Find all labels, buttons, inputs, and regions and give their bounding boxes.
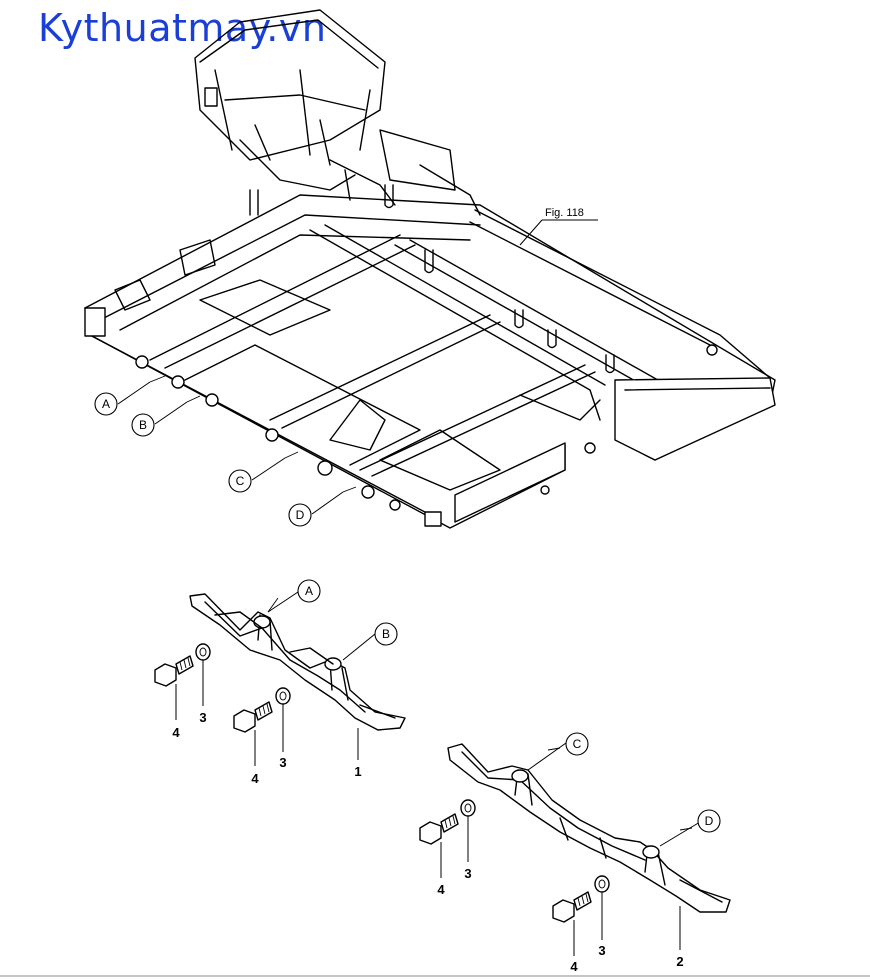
part-number-left-washer-1: 3 bbox=[199, 710, 206, 725]
bracket-1-callouts bbox=[267, 591, 376, 760]
right-washer-2 bbox=[594, 875, 610, 940]
frame-callouts bbox=[117, 219, 598, 515]
bubble-d-bracket-label: D bbox=[705, 814, 714, 828]
part-number-left-bracket: 1 bbox=[354, 764, 361, 779]
watermark-logo-text: Kythuatmay.vn bbox=[38, 6, 327, 50]
bubble-b-bracket: B bbox=[374, 622, 398, 646]
bubble-d-label: D bbox=[296, 508, 305, 522]
part-number-right-bolt-2: 4 bbox=[570, 959, 578, 974]
bubble-d-bracket: D bbox=[697, 809, 721, 833]
part-number-right-bracket: 2 bbox=[676, 954, 683, 969]
part-number-right-washer-1: 3 bbox=[464, 866, 471, 881]
part-number-left-bolt-1: 4 bbox=[172, 725, 180, 740]
frame-assembly: A B C D Fig. 118 bbox=[84, 9, 776, 529]
bubble-b-label: B bbox=[139, 418, 147, 432]
part-number-right-bolt-1: 4 bbox=[437, 882, 445, 897]
bubble-a-bracket-label: A bbox=[305, 584, 313, 598]
bubble-c-bracket: C bbox=[565, 732, 589, 756]
chassis-frame bbox=[84, 184, 776, 529]
left-bolt-2 bbox=[233, 701, 273, 766]
bubble-b-bracket-label: B bbox=[382, 627, 390, 641]
bracket-part-1 bbox=[189, 593, 406, 731]
bubble-c-frame: C bbox=[228, 469, 252, 493]
left-washer-2 bbox=[275, 687, 291, 752]
part-number-left-bolt-2: 4 bbox=[251, 771, 259, 786]
bubble-a-frame: A bbox=[94, 392, 118, 416]
right-bolt-2 bbox=[552, 891, 592, 956]
bracket-part-2 bbox=[447, 743, 731, 913]
bubble-c-label: C bbox=[236, 474, 245, 488]
left-washer-1 bbox=[195, 643, 211, 706]
right-bolt-1 bbox=[419, 813, 459, 878]
figure-reference-label: Fig. 118 bbox=[545, 207, 584, 219]
bubble-d-frame: D bbox=[288, 503, 312, 527]
right-washer-1 bbox=[460, 799, 476, 862]
tower-structure bbox=[194, 9, 481, 216]
left-bolt-1 bbox=[154, 655, 194, 720]
bubble-a-bracket: A bbox=[297, 579, 321, 603]
part-number-right-washer-2: 3 bbox=[598, 943, 605, 958]
bubble-a-label: A bbox=[102, 397, 110, 411]
part-number-left-washer-2: 3 bbox=[279, 755, 286, 770]
bracket-2-callouts bbox=[527, 742, 701, 950]
bubble-b-frame: B bbox=[131, 413, 155, 437]
bubble-c-bracket-label: C bbox=[573, 737, 582, 751]
